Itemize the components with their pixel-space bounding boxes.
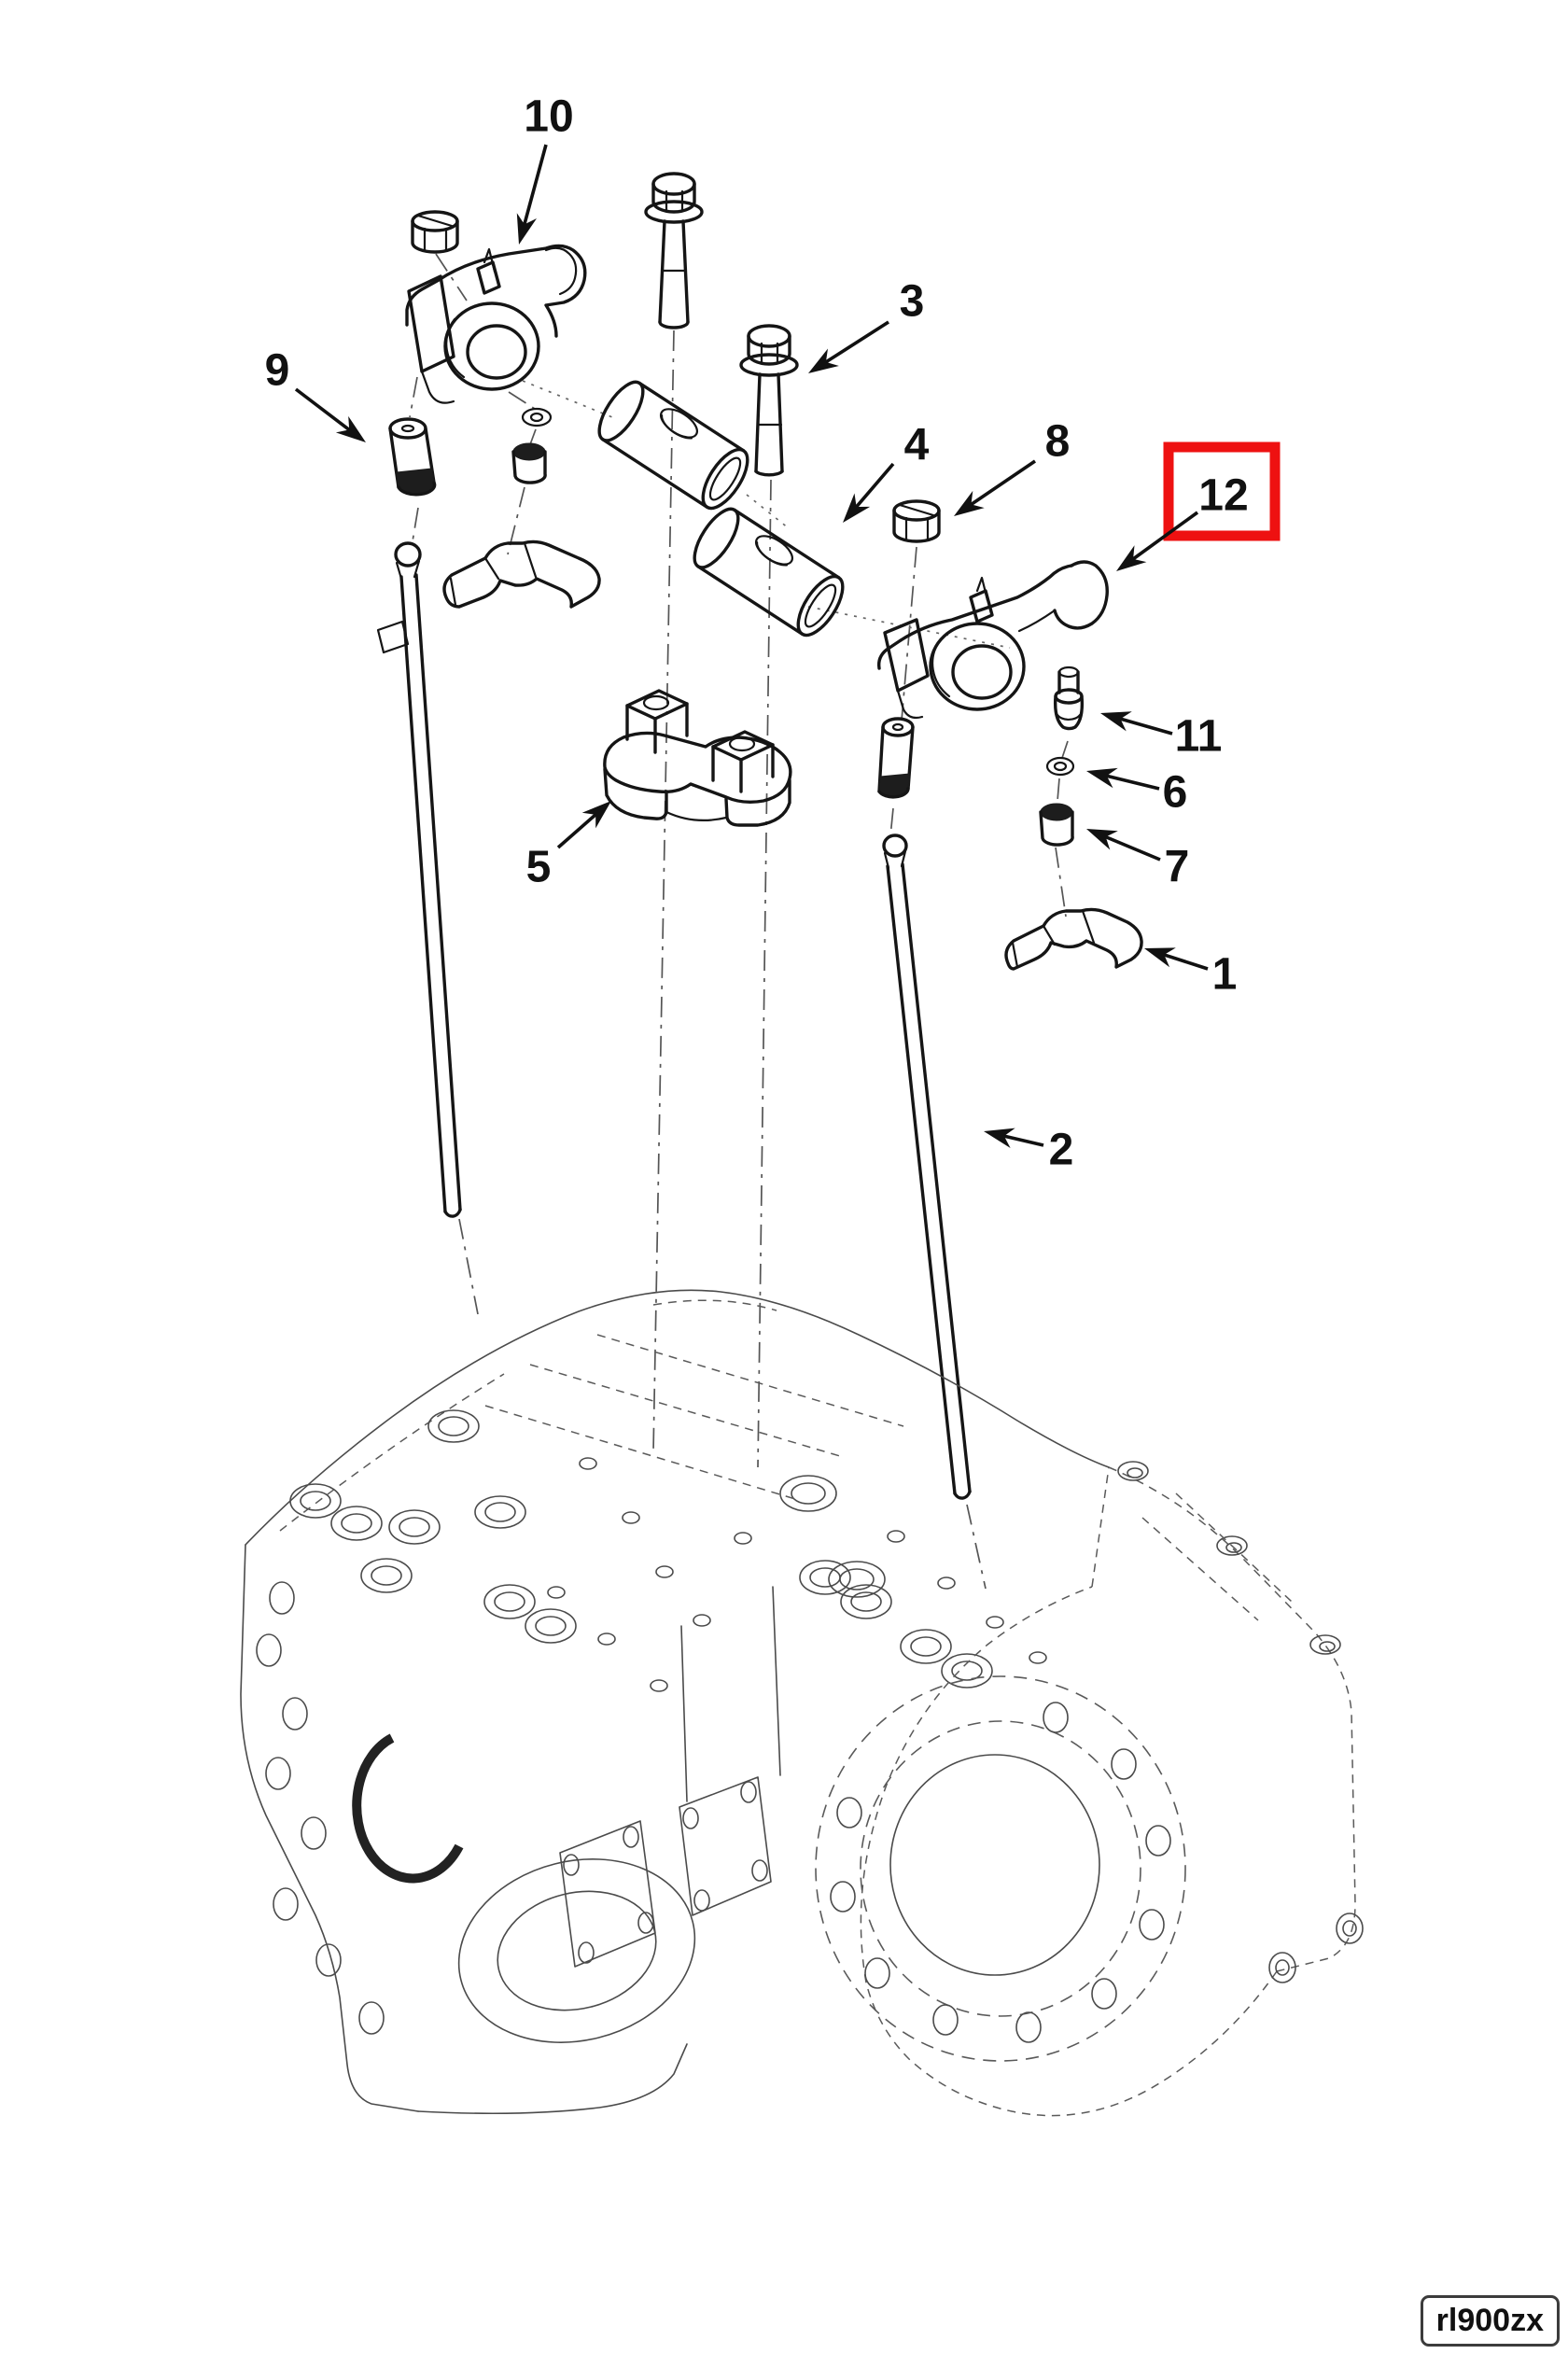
rocker-arm-10-drawing bbox=[405, 244, 587, 404]
callout-10[interactable]: 10 bbox=[516, 92, 574, 245]
callout-arrow-line bbox=[967, 459, 1037, 508]
part-number-label: 2 bbox=[1049, 1126, 1074, 1175]
callout-arrow-line bbox=[1102, 834, 1161, 862]
callout-arrowhead-icon bbox=[954, 490, 985, 516]
part-number-label: 10 bbox=[524, 92, 573, 142]
callout-arrow-line bbox=[294, 387, 353, 433]
callout-arrow-line bbox=[1116, 716, 1173, 736]
callout-arrowhead-icon bbox=[843, 493, 871, 523]
figure-code-label: rl900zx bbox=[1420, 2295, 1560, 2347]
bolt-left-drawing bbox=[644, 172, 704, 329]
highlight-box bbox=[1163, 441, 1281, 541]
cup-left-drawing bbox=[511, 442, 547, 484]
callout-4[interactable]: 4 bbox=[843, 421, 930, 524]
callout-arrow-line bbox=[853, 462, 895, 511]
callout-arrow-line bbox=[522, 144, 548, 228]
guide-pin-9-drawing bbox=[388, 417, 437, 497]
callout-arrow-line bbox=[1001, 1133, 1044, 1147]
pedestal-5-drawing bbox=[603, 689, 792, 827]
callout-arrowhead-icon bbox=[516, 213, 537, 245]
retainer-clip-left-drawing bbox=[442, 539, 601, 609]
callout-arrowhead-icon bbox=[1116, 545, 1147, 571]
callout-8[interactable]: 8 bbox=[954, 417, 1070, 517]
callout-arrowhead-icon bbox=[1144, 947, 1176, 968]
centerlines bbox=[409, 253, 1069, 1590]
valve-springs bbox=[289, 1483, 993, 1688]
adjusting-screw-11-drawing bbox=[1053, 666, 1085, 731]
callout-1[interactable]: 1 bbox=[1144, 947, 1238, 1000]
callout-12[interactable]: 12 bbox=[1116, 441, 1281, 571]
callout-arrowhead-icon bbox=[1100, 711, 1132, 732]
callout-arrow-line bbox=[822, 320, 889, 366]
callout-9[interactable]: 9 bbox=[265, 346, 366, 443]
trunnion-4-drawing bbox=[693, 507, 845, 638]
callout-2[interactable]: 2 bbox=[984, 1126, 1073, 1175]
trunnion-upper-drawing bbox=[597, 380, 749, 511]
callout-arrowhead-icon bbox=[335, 415, 366, 442]
cylinder-head-drawing bbox=[240, 1289, 1364, 2117]
callout-arrowhead-icon bbox=[808, 348, 839, 373]
nut-8-drawing bbox=[892, 499, 941, 543]
callout-arrow-line bbox=[1129, 511, 1199, 563]
callout-arrowhead-icon bbox=[1086, 767, 1118, 789]
part-number-label: 8 bbox=[1045, 417, 1071, 467]
callout-11[interactable]: 11 bbox=[1100, 711, 1223, 762]
callout-7[interactable]: 7 bbox=[1086, 829, 1189, 892]
callout-arrow-line bbox=[1103, 773, 1160, 791]
part-number-label: 1 bbox=[1212, 950, 1238, 1000]
rocker-arm-12-drawing bbox=[876, 560, 1109, 720]
pushrod-2-drawing bbox=[882, 834, 972, 1500]
part-number-label: 9 bbox=[265, 346, 290, 396]
washer-left-drawing bbox=[521, 407, 553, 427]
bolt-3-drawing bbox=[739, 324, 799, 477]
callout-5[interactable]: 5 bbox=[526, 801, 611, 892]
part-number-label: 7 bbox=[1165, 843, 1190, 892]
callout-arrowhead-icon bbox=[581, 801, 611, 829]
washer-6-drawing bbox=[1045, 756, 1075, 777]
retainer-clip-1-drawing bbox=[1004, 907, 1143, 971]
callout-arrow-line bbox=[1160, 952, 1209, 971]
guide-pin-right-drawing bbox=[877, 717, 915, 799]
part-number-label: 3 bbox=[900, 277, 925, 327]
callout-arrowhead-icon bbox=[984, 1128, 1015, 1148]
callout-arrowhead-icon bbox=[1086, 829, 1118, 850]
callout-3[interactable]: 3 bbox=[808, 277, 924, 374]
pushrod-left-drawing bbox=[376, 541, 462, 1218]
callout-arrow-line bbox=[556, 811, 599, 849]
part-number-label: 5 bbox=[526, 843, 552, 892]
part-number-label: 12 bbox=[1198, 471, 1248, 521]
lock-nut-left-drawing bbox=[411, 210, 459, 254]
part-number-label: 4 bbox=[904, 421, 930, 470]
cup-7-drawing bbox=[1039, 803, 1074, 847]
part-number-label: 6 bbox=[1163, 768, 1188, 818]
callout-6[interactable]: 6 bbox=[1086, 768, 1187, 818]
part-number-label: 11 bbox=[1175, 712, 1223, 762]
